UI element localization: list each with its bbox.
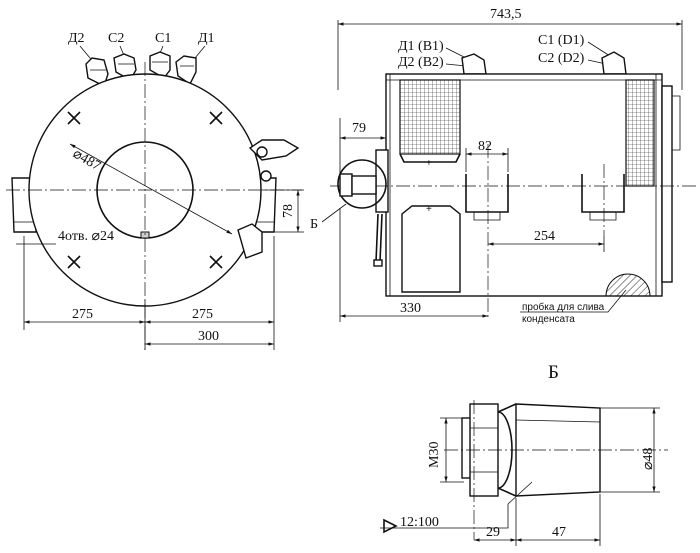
svg-text:+: + [426,158,432,169]
terminal-label-c1: С1 [155,31,171,46]
dim-300: 300 [198,329,219,344]
detail-taper: 12:100 [400,515,439,530]
dim-78: 78 [281,204,296,218]
detail-b: Б ⌀48 M30 12:100 29 47 [380,362,668,546]
dim-330: 330 [400,301,421,316]
side-fitting [237,139,300,259]
vent-grille-left [399,79,461,155]
drain-note-line1: пробка для слива [522,301,605,313]
drain-note-line2: конденсата [522,314,575,325]
dim-275-left: 275 [72,307,93,322]
dim-275-right: 275 [192,307,213,322]
detail-thread: M30 [427,442,442,468]
terminal-label-d1: Д1 [198,31,215,46]
terminal-label-c1-d1: С1 (D1) [538,33,585,48]
terminal-label-c2: С2 [108,31,124,46]
dim-47: 47 [552,525,566,540]
bolt-marks [67,111,223,269]
end-view: Д2 С2 С1 Д1 [6,31,347,350]
dim-82: 82 [478,139,492,154]
terminal-label-d2-b2: Д2 (B2) [398,55,444,70]
dim-743: 743,5 [490,7,522,22]
terminal-label-d1-b1: Д1 (B1) [398,39,444,54]
dim-254: 254 [534,229,555,244]
section-mark-label: Б [310,217,318,232]
svg-text:+: + [426,204,432,215]
vent-grille-right [625,79,655,187]
detail-diameter: ⌀48 [641,448,656,470]
detail-title: Б [548,362,559,383]
terminal-label-d2: Д2 [68,31,85,46]
dim-29: 29 [486,525,500,540]
holes-label: 4отв. ⌀24 [58,229,114,244]
side-view: 743,5 Д1 (B1) Д2 (B2) С1 (D1) С2 (D2) + … [330,7,696,325]
dim-79: 79 [352,121,366,136]
terminal-label-c2-d2: С2 (D2) [538,51,585,66]
